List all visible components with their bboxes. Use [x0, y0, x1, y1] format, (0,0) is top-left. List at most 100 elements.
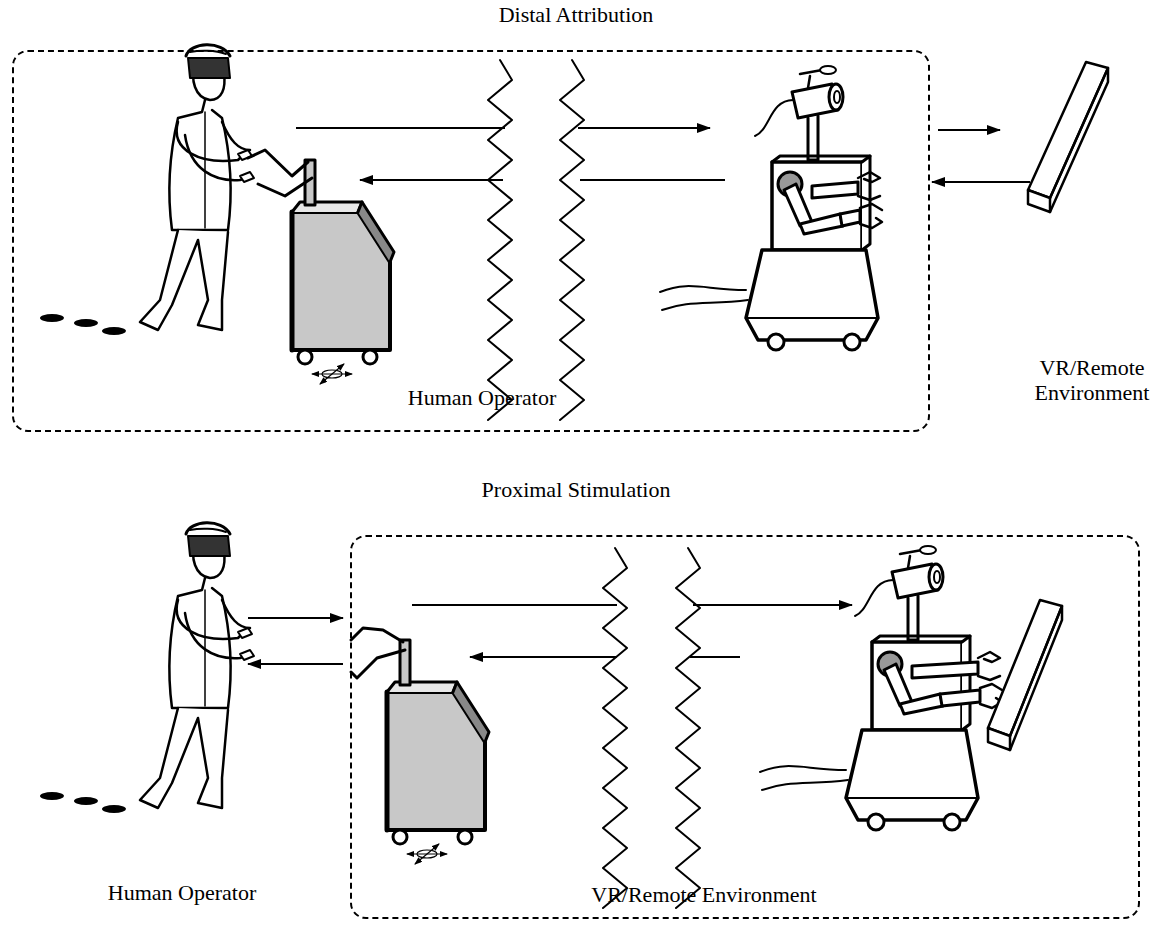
- break-line: [560, 60, 584, 420]
- figure-part: [170, 100, 231, 230]
- human-operator-figure: [40, 45, 254, 335]
- signal-arrow: [360, 179, 503, 181]
- region-box: VR/Remote Environment: [350, 535, 1140, 919]
- region-box: Human Operator: [12, 50, 930, 432]
- panel-label: Human Operator: [32, 880, 332, 905]
- figure-part: [186, 523, 230, 534]
- wheel: [944, 814, 960, 830]
- figure-part: [188, 58, 230, 78]
- robot-part: [846, 730, 978, 820]
- signal-line: [412, 604, 617, 606]
- wheel: [768, 334, 784, 350]
- plank-side: [988, 728, 1010, 750]
- master-device-part: [351, 650, 405, 678]
- signal-line: [690, 656, 740, 658]
- master-device-part: [351, 628, 403, 642]
- master-device-part: [453, 682, 489, 742]
- master-device-part: [400, 640, 410, 685]
- panel-label: VR/Remote Environment: [1032, 355, 1152, 405]
- robot-part: [784, 184, 812, 226]
- robot-part: [858, 172, 880, 200]
- master-device-part: [387, 682, 457, 692]
- figure-part: [140, 230, 228, 330]
- rotation-mark: [322, 370, 342, 378]
- footprint: [74, 319, 98, 327]
- master-device-part: [290, 212, 295, 350]
- signal-arrow: [693, 604, 852, 606]
- break-line: [676, 548, 700, 908]
- robot-part: [662, 300, 748, 310]
- signal-arrow: [578, 127, 710, 129]
- camera-lens: [834, 91, 840, 103]
- remote-robot: [660, 66, 882, 350]
- master-device-part: [292, 202, 362, 212]
- wheel: [868, 814, 884, 830]
- signal-line: [296, 127, 505, 129]
- human-operator-figure: [40, 523, 254, 813]
- robot-part: [940, 690, 980, 706]
- robot-part: [746, 317, 878, 319]
- signal-arrow: [470, 656, 617, 658]
- robot-part: [660, 286, 746, 292]
- plank-edge: [1050, 68, 1108, 212]
- camera-lens: [934, 571, 940, 583]
- figure-part: [222, 600, 250, 628]
- plank-side: [1028, 190, 1050, 212]
- robot-part: [872, 636, 970, 642]
- robot-part: [800, 214, 843, 234]
- figure-part: [140, 708, 228, 808]
- figure-part: [185, 613, 252, 658]
- figure-part: [170, 578, 231, 708]
- region-label: Human Operator: [408, 385, 556, 410]
- robot-part: [900, 694, 943, 714]
- robot-part: [762, 780, 848, 790]
- robot-part: [860, 204, 882, 228]
- footprint: [40, 314, 64, 322]
- master-device-part: [358, 202, 394, 262]
- robot-part: [800, 70, 822, 88]
- plank-edge: [1010, 606, 1062, 750]
- master-device: [351, 628, 489, 864]
- footprint: [74, 797, 98, 805]
- robot-part: [900, 550, 922, 568]
- signal-arrow: [248, 617, 343, 619]
- signal-arrow: [248, 663, 343, 665]
- figure-part: [185, 135, 252, 180]
- plank: [1028, 62, 1108, 198]
- motion-arrow: [415, 844, 439, 864]
- remote-robot: [760, 546, 1002, 830]
- robot-part: [855, 580, 893, 616]
- figure-part: [222, 122, 250, 150]
- footprint: [102, 805, 126, 813]
- master-device-part: [258, 178, 312, 196]
- robot-part: [884, 664, 912, 706]
- robot-part: [846, 797, 978, 799]
- figure-part: [188, 536, 230, 556]
- panel-label: Distal Attribution: [376, 2, 776, 27]
- robot-part: [746, 250, 878, 340]
- footprint: [40, 792, 64, 800]
- master-device: [248, 150, 394, 384]
- antenna: [920, 546, 936, 554]
- robot-part: [772, 162, 862, 250]
- wheel: [844, 334, 860, 350]
- signal-arrow: [938, 129, 1000, 131]
- region-label: VR/Remote Environment: [591, 882, 816, 907]
- footprint: [102, 327, 126, 335]
- antenna: [820, 66, 836, 74]
- robot-part: [812, 182, 858, 198]
- robot-part: [912, 662, 978, 678]
- camera-lens: [829, 84, 843, 110]
- robot-part: [872, 642, 962, 730]
- robot-part: [962, 636, 970, 730]
- wheel: [458, 830, 472, 844]
- master-device-part: [385, 692, 390, 830]
- robot-part: [755, 100, 793, 136]
- robot-part: [840, 210, 860, 226]
- wheel: [298, 350, 312, 364]
- motion-arrow: [320, 364, 344, 384]
- rotation-mark: [417, 850, 437, 858]
- figure-part: [190, 529, 226, 532]
- signal-arrow: [932, 181, 1030, 183]
